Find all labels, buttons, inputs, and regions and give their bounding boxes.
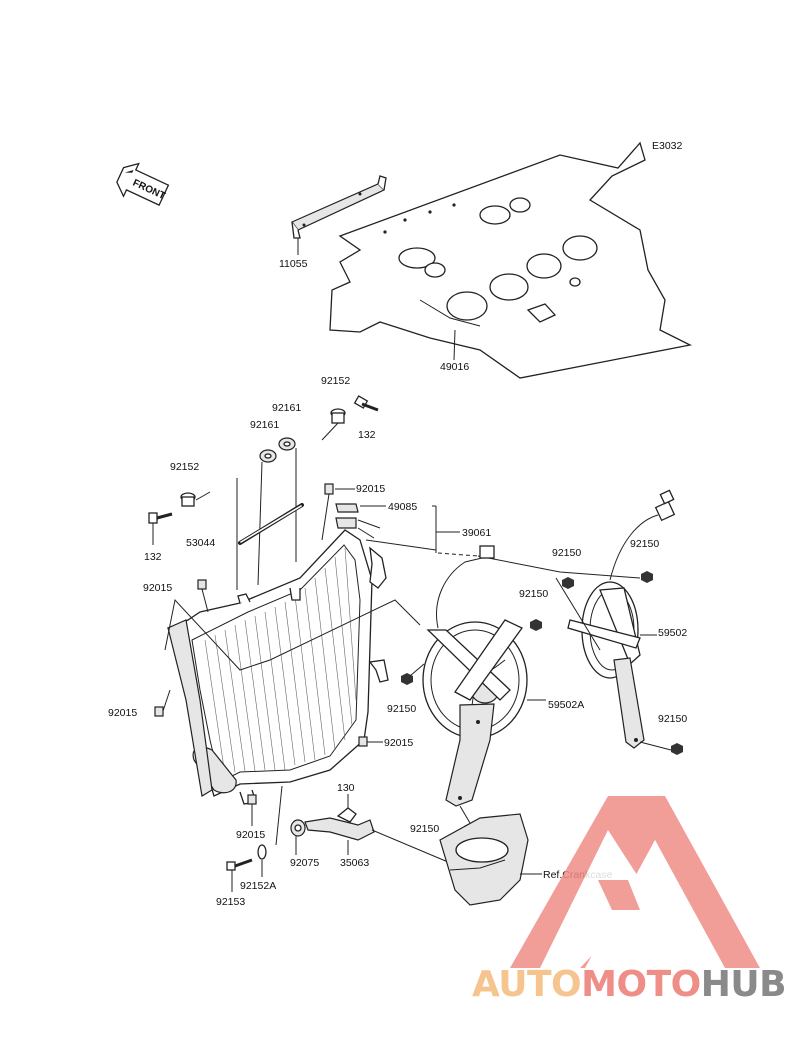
watermark-auto: AUTO [472,964,581,1005]
hose-35063 [304,794,449,863]
label-92152-top: 92152 [321,375,350,387]
label-92150-f: 92150 [410,823,439,835]
nut-92150-d [401,663,425,685]
label-92150-a: 92150 [552,547,581,559]
radiator [164,529,421,805]
bracket-11055 [291,175,387,255]
collar-92075 [290,819,306,855]
label-132-left: 132 [144,551,162,563]
label-92153: 92153 [216,896,245,908]
clip-92015-d [358,736,383,747]
label-92152A: 92152A [240,880,276,892]
bolt-132-left [148,512,173,545]
label-92015-d: 92015 [384,737,413,749]
label-35063: 35063 [340,857,369,869]
grommet-92161-a [257,449,277,586]
label-92152-left: 92152 [170,461,199,473]
collar-92152-top [321,408,346,441]
nut-92150-c [530,619,542,631]
label-92150-c: 92150 [519,588,548,600]
label-53044: 53044 [186,537,215,549]
label-49016: 49016 [440,361,469,373]
bolt-132-top [353,395,379,412]
label-59502A: 59502A [548,699,584,711]
label-39061: 39061 [462,527,491,539]
clip-92015-a [321,483,355,541]
clip-92015-b [197,579,209,613]
watermark-logo [510,796,760,968]
heat-shield-49016 [329,141,693,379]
watermark-hub: HUB [701,964,786,1005]
label-92015-c: 92015 [108,707,137,719]
nut-92150-e [639,741,683,755]
label-11055: 11055 [279,258,308,270]
diagram-code: E3032 [652,140,683,152]
label-92161-b: 92161 [272,402,301,414]
grommet-92161-b [278,437,297,562]
label-92075: 92075 [290,857,319,869]
fan-59502A [422,545,546,807]
crankcase-ref [439,813,542,906]
label-92150-b: 92150 [630,538,659,550]
label-132-top: 132 [358,429,376,441]
label-59502: 59502 [658,627,687,639]
label-92150-d: 92150 [387,703,416,715]
label-92015-e: 92015 [236,829,265,841]
front-arrow-icon: FRONT [116,162,170,206]
fan-switch-49085 [335,503,437,551]
label-92150-e: 92150 [658,713,687,725]
hose-53044 [236,478,304,590]
label-92161-a: 92161 [250,419,279,431]
label-49085: 49085 [388,501,417,513]
clip-92015-c [154,689,171,717]
nut-92150-b [641,571,653,583]
grommet-92152A [257,785,283,877]
watermark-text: AUTOMOTOHUB [472,964,786,1005]
fan-59502 [567,489,676,749]
bolt-92153 [226,858,253,892]
label-130: 130 [337,782,355,794]
nut-92150-a [562,577,574,589]
collar-92152-left [180,491,211,507]
label-92015-a: 92015 [356,483,385,495]
clip-92015-e [247,794,257,826]
bracket-line-39061 [432,505,460,553]
label-92015-b: 92015 [143,582,172,594]
watermark-moto: MOTO [581,964,701,1005]
